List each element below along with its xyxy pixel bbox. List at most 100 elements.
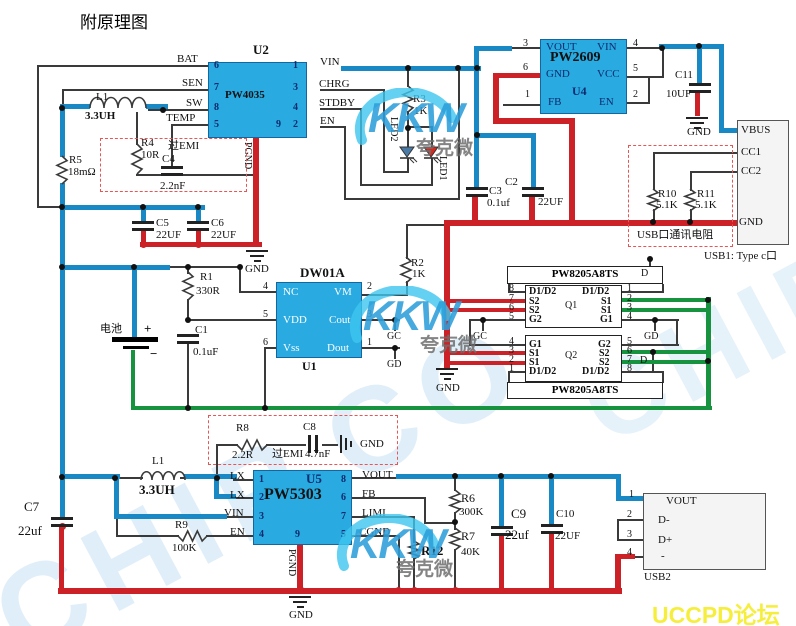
wire-segment	[114, 514, 227, 519]
wire-segment	[619, 539, 644, 541]
c4-ref: C4	[162, 153, 175, 165]
resistor-symbol	[130, 143, 144, 175]
wire-segment	[352, 477, 398, 479]
wire-segment	[424, 522, 454, 524]
u2-pin-stdby: STDBY	[319, 97, 356, 109]
wire-segment	[431, 158, 433, 186]
usb1-cc1: CC1	[741, 146, 762, 158]
gnd-label-c11: GND	[687, 126, 711, 138]
ic-u4-pw2609	[540, 39, 627, 114]
u4-pin5: 5	[633, 63, 638, 74]
u1-pin1: 1	[367, 337, 372, 348]
r1-value: 330R	[196, 285, 220, 297]
capacitor-symbol	[132, 221, 154, 224]
q2-s1-a: S1	[529, 348, 540, 359]
wire-segment	[196, 207, 201, 223]
r2-ref: R2	[411, 257, 424, 269]
wire-segment	[60, 108, 65, 157]
q1-p6: 6	[509, 302, 514, 313]
junction-dot	[59, 204, 65, 210]
wire-segment	[58, 588, 622, 594]
wire-segment	[719, 128, 739, 133]
usb2-p3: 3	[627, 529, 632, 540]
usb-comm-resistor-label: USB口通讯电阻	[637, 229, 714, 241]
r6-value: 300K	[459, 506, 484, 518]
gnd-label-c56: GND	[245, 263, 269, 275]
r7-value: 40K	[461, 546, 480, 558]
q1-ref: Q1	[565, 300, 578, 311]
ground-symbol	[686, 117, 708, 119]
u4-name: PW2609	[550, 50, 601, 65]
l1-top-ref: L1	[96, 91, 109, 103]
wire-segment	[454, 477, 456, 491]
battery-plus: +	[144, 321, 152, 336]
wire-segment	[622, 319, 679, 321]
wire-segment	[690, 171, 738, 173]
u5-pin-pgnd: PGND	[286, 549, 297, 577]
resistor-symbol	[645, 188, 661, 212]
junction-dot	[647, 256, 653, 262]
ground-symbol	[440, 373, 454, 375]
kkw-watermark-2: KKW	[363, 292, 459, 339]
u1-pin6: 6	[263, 337, 268, 348]
junction-dot	[613, 586, 621, 594]
wire-segment	[117, 535, 179, 537]
resistor-symbol	[447, 489, 463, 514]
wire-segment	[654, 321, 656, 331]
ground-symbol	[293, 601, 307, 603]
wire-segment	[493, 118, 575, 124]
wire-segment	[621, 371, 664, 373]
wire-segment	[214, 477, 219, 498]
wire-segment	[341, 66, 481, 71]
junction-dot	[131, 264, 137, 270]
capacitor-symbol	[51, 524, 73, 527]
wire-segment	[549, 478, 554, 525]
u5-pin4: 4	[259, 529, 264, 540]
junction-dot	[194, 240, 202, 248]
q1-p5: 5	[509, 311, 514, 322]
net-d-bottom: D	[640, 355, 648, 366]
wire-segment	[398, 535, 400, 592]
wire-segment	[648, 76, 650, 104]
wire-segment	[474, 136, 479, 188]
led1-label: LED1	[437, 156, 448, 181]
junction-dot	[547, 586, 555, 594]
wire-segment	[344, 198, 460, 200]
u2-pin7: 7	[214, 82, 219, 93]
emi-filter-box-2	[208, 415, 398, 465]
junction-dot	[568, 218, 576, 226]
u1-pin5: 5	[263, 309, 268, 320]
u5-pin3: 3	[259, 511, 264, 522]
wire-segment	[360, 108, 362, 186]
capacitor-symbol	[541, 531, 563, 534]
wire-segment	[508, 291, 526, 293]
u5-pin-lx1: LX	[230, 470, 245, 482]
wire-segment	[214, 494, 236, 499]
wire-segment	[116, 516, 118, 537]
led-symbol	[423, 146, 442, 164]
wire-segment	[469, 319, 527, 321]
wire-segment	[196, 229, 201, 243]
ic-u5-pw5303	[253, 470, 352, 545]
inductor-symbol	[89, 96, 147, 109]
wire-segment	[37, 206, 64, 208]
u4-pin2: 2	[633, 89, 638, 100]
wire-segment	[529, 196, 535, 223]
ground-symbol	[296, 606, 304, 608]
wire-segment	[322, 444, 338, 446]
usb2-title: USB2	[644, 571, 671, 583]
wire-segment	[444, 220, 739, 226]
net-gd-u1: GD	[387, 359, 402, 370]
r4-ref: R4	[141, 137, 154, 149]
u5-pin7: 7	[341, 511, 346, 522]
c6-value: 22UF	[211, 229, 237, 241]
junction-dot	[405, 125, 411, 131]
wire-segment	[569, 118, 575, 224]
q1-s2-a: S2	[529, 296, 540, 307]
wire-segment	[225, 516, 255, 518]
r3-value: 1K	[414, 105, 428, 117]
wire-segment	[264, 347, 266, 409]
q2-p5: 5	[627, 336, 632, 347]
wire-segment	[217, 444, 238, 446]
u2-pin2: 2	[293, 119, 298, 130]
